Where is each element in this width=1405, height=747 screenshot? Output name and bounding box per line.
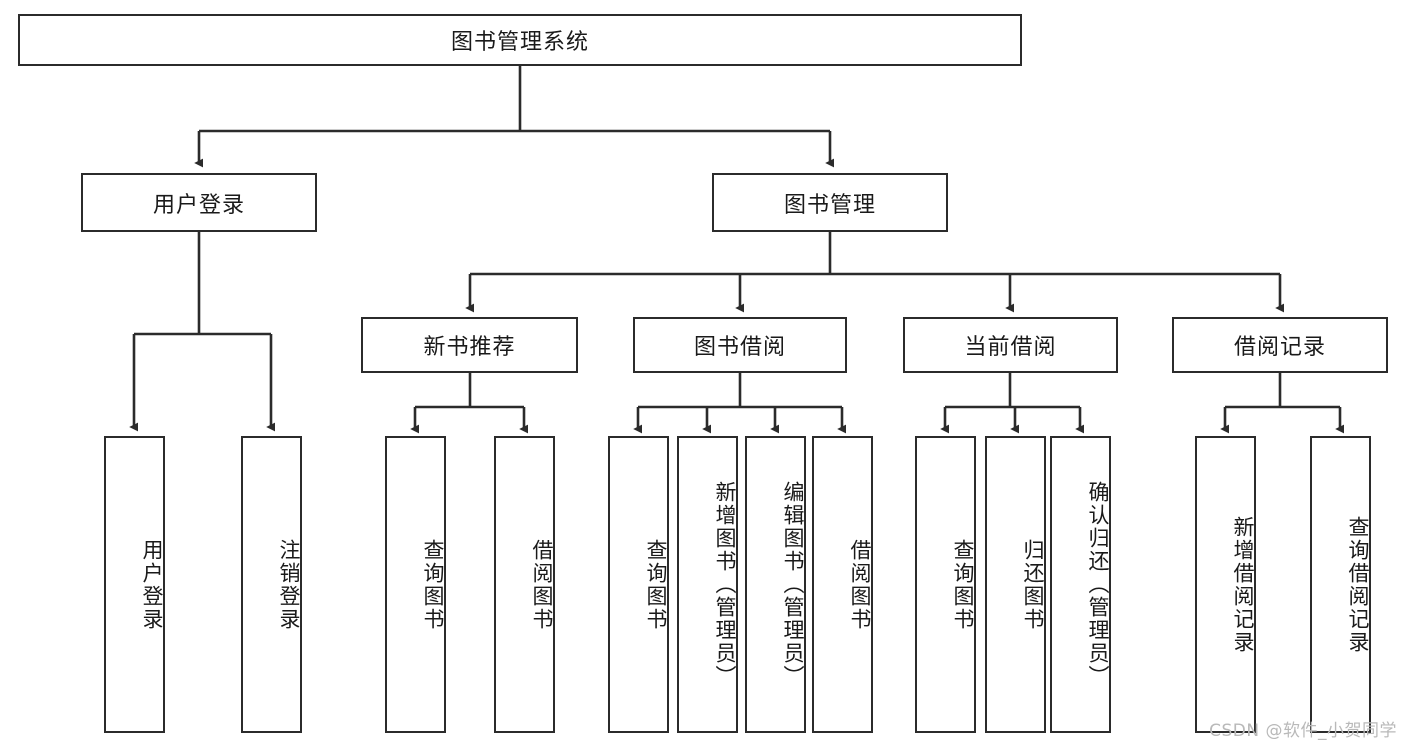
node-label: 图书管理 [783,192,876,218]
node-current-borrow[interactable]: 当前借阅 [903,317,1118,373]
leaf-borrow-query-book[interactable]: 查询图书 [608,436,669,733]
leaf-user-login-logout[interactable]: 注销登录 [241,436,302,733]
node-label: 新增图书（管理员） [713,481,737,688]
node-label: 当前借阅 [964,335,1057,360]
leaf-recommend-borrow-book[interactable]: 借阅图书 [494,436,555,733]
node-root-book-management-system[interactable]: 图书管理系统 [18,14,1022,66]
node-label: 用户登录 [152,192,245,218]
node-label: 确认归还（管理员） [1086,481,1110,688]
node-label: 借阅图书 [530,538,554,631]
watermark: CSDN @软件_小贺同学 [1209,721,1397,741]
node-borrow-record[interactable]: 借阅记录 [1172,317,1388,373]
node-label: 编辑图书（管理员） [781,481,805,688]
leaf-current-query-book[interactable]: 查询图书 [915,436,976,733]
node-label: 新增借阅记录 [1231,515,1255,654]
node-label: 注销登录 [277,538,301,631]
node-label: 查询图书 [644,538,668,631]
node-user-login[interactable]: 用户登录 [81,173,317,232]
node-label: 查询借阅记录 [1346,515,1370,654]
node-book-borrow[interactable]: 图书借阅 [633,317,847,373]
leaf-recommend-query-book[interactable]: 查询图书 [385,436,446,733]
node-label: 借阅图书 [848,538,872,631]
leaf-user-login-login[interactable]: 用户登录 [104,436,165,733]
node-label: 查询图书 [421,538,445,631]
node-label: 用户登录 [140,538,164,631]
node-new-book-recommend[interactable]: 新书推荐 [361,317,578,373]
node-label: 图书管理系统 [450,30,589,55]
leaf-borrow-borrow-book[interactable]: 借阅图书 [812,436,873,733]
node-book-management[interactable]: 图书管理 [712,173,948,232]
leaf-current-confirm-return-admin[interactable]: 确认归还（管理员） [1050,436,1111,733]
node-label: 图书借阅 [693,335,786,360]
leaf-current-return-book[interactable]: 归还图书 [985,436,1046,733]
leaf-record-query-borrow-record[interactable]: 查询借阅记录 [1310,436,1371,733]
leaf-borrow-add-book-admin[interactable]: 新增图书（管理员） [677,436,738,733]
leaf-borrow-edit-book-admin[interactable]: 编辑图书（管理员） [745,436,806,733]
leaf-record-add-borrow-record[interactable]: 新增借阅记录 [1195,436,1256,733]
node-label: 查询图书 [951,538,975,631]
node-label: 新书推荐 [423,335,516,360]
node-label: 归还图书 [1021,538,1045,631]
node-label: 借阅记录 [1233,335,1326,360]
